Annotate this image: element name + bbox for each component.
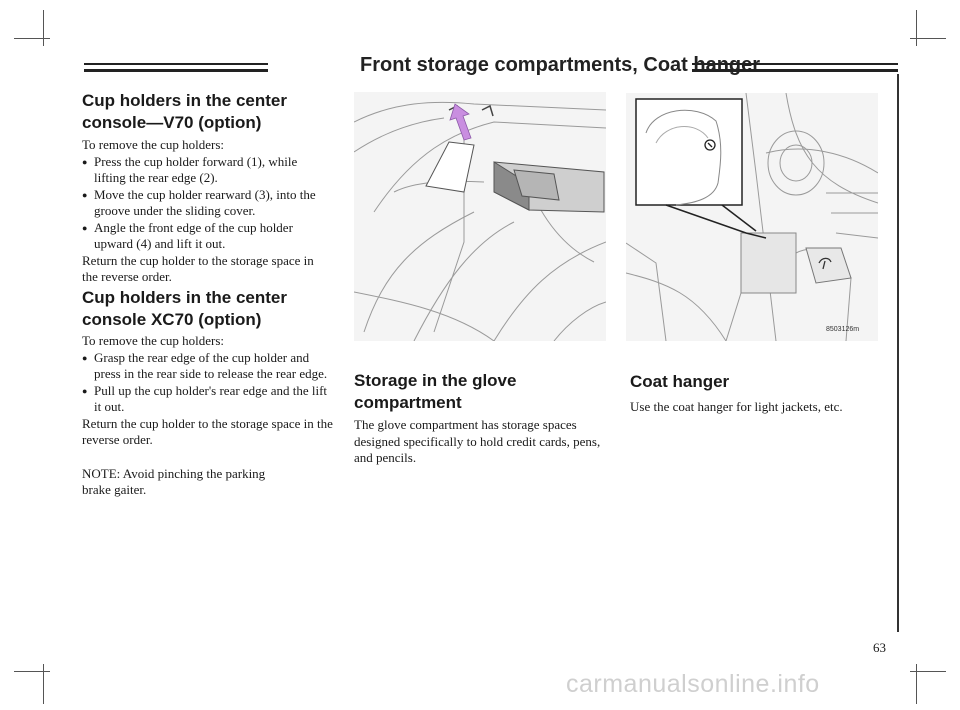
coat-hanger-drawing: 8503126m — [625, 92, 879, 342]
section-body-coat-hanger: Use the coat hanger for light jackets, e… — [630, 399, 843, 414]
section-title-v70: Cup holders in the center console—V70 (o… — [82, 91, 287, 132]
section-title-xc70: Cup holders in the center console XC70 (… — [82, 288, 287, 329]
section-title-coat-hanger: Coat hanger — [630, 372, 730, 391]
outro-text: Return the cup holder to the storage spa… — [82, 415, 333, 448]
list-item: Grasp the rear edge of the cup holder an… — [82, 350, 334, 383]
section-body-glove-compartment: The glove compartment has storage spaces… — [354, 417, 601, 465]
outro-text: Return the cup holder to the storage spa… — [82, 252, 314, 285]
list-item: Press the cup holder forward (1), while … — [82, 154, 328, 187]
section-body-v70: To remove the cup holders: Press the cup… — [82, 137, 328, 286]
glove-compartment-illustration — [353, 92, 607, 342]
section-body-xc70: To remove the cup holders: Grasp the rea… — [82, 333, 334, 499]
margin-rule — [897, 74, 899, 632]
figure-code: 8503126m — [826, 326, 859, 333]
intro-text: To remove the cup holders: — [82, 137, 225, 152]
list-item: Pull up the cup holder's rear edge and t… — [82, 383, 334, 416]
coat-hanger-illustration: 8503126m — [625, 92, 879, 342]
page-number: 63 — [873, 640, 886, 655]
page-title: Front storage compartments, Coat hanger — [360, 54, 761, 76]
list-item: Move the cup holder rearward (3), into t… — [82, 187, 328, 220]
watermark[interactable]: carmanualsonline.info — [566, 670, 820, 698]
intro-text: To remove the cup holders: — [82, 333, 225, 348]
glove-compartment-drawing — [353, 101, 607, 342]
list-item: Angle the front edge of the cup holder u… — [82, 220, 328, 253]
page-header: Front storage compartments, Coat hanger — [84, 54, 898, 80]
note-text: NOTE: Avoid pinching the parking brake g… — [82, 465, 266, 498]
section-title-glove-compartment: Storage in the glove compartment — [354, 371, 517, 412]
